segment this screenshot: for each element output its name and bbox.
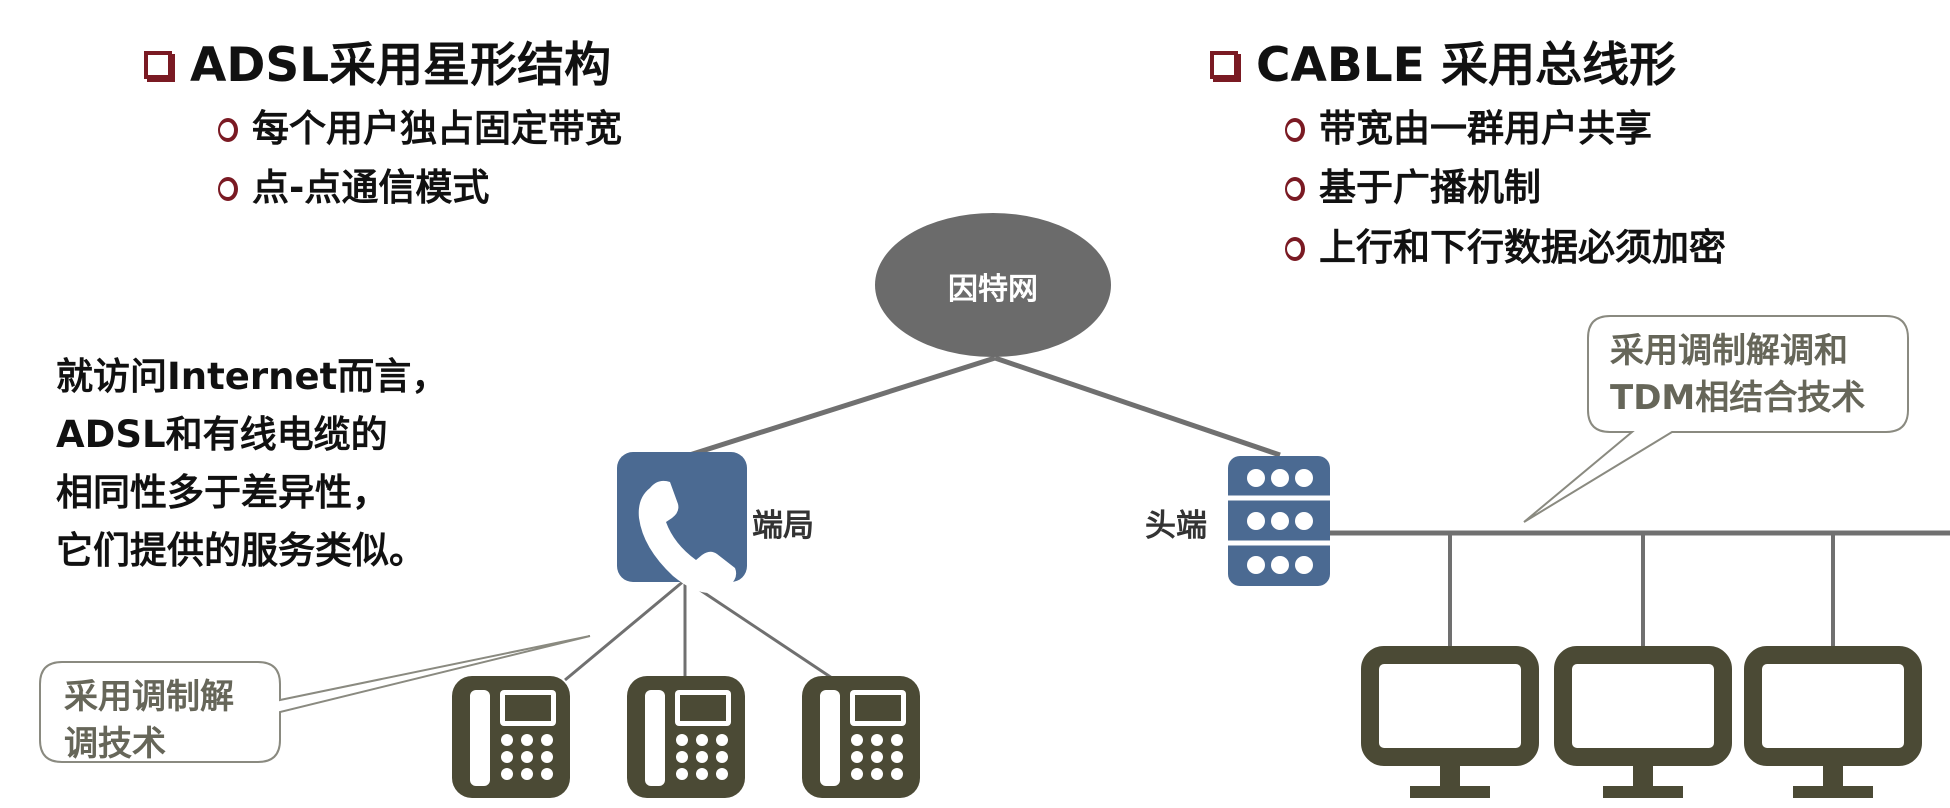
square-bullet-icon [1210,51,1238,79]
adsl-bullet-1-text: 每个用户独占固定带宽 [252,107,622,150]
adsl-heading-text: ADSL采用星形结构 [190,38,612,93]
desk-phone-icon [627,676,745,798]
central-office-label: 端局 [752,508,814,544]
desk-phone-icon [452,676,570,798]
ring-bullet-icon [218,118,238,142]
callout-left-text: 采用调制解 调技术 [64,674,234,768]
adsl-bullet-2: 点-点通信模式 [218,169,489,206]
callout-left-line: 采用调制解 [64,677,234,717]
monitor-icon [1744,646,1922,798]
cable-bullet-3-text: 上行和下行数据必须加密 [1319,226,1726,269]
cable-heading: CABLE 采用总线形 [1210,42,1676,89]
cable-heading-text: CABLE 采用总线形 [1256,38,1677,93]
internet-cloud-label: 因特网 [948,272,1038,307]
cable-bullet-2: 基于广播机制 [1285,169,1541,206]
callout-right-line: TDM相结合技术 [1610,378,1866,418]
cable-bullet-1-text: 带宽由一群用户共享 [1319,107,1652,150]
link-star-3 [684,578,836,682]
comparison-note: 就访问Internet而言， ADSL和有线电缆的 相同性多于差异性， 它们提供… [56,348,448,580]
cable-bullet-1: 带宽由一群用户共享 [1285,110,1652,147]
ring-bullet-icon [218,177,238,201]
adsl-bullet-1: 每个用户独占固定带宽 [218,110,622,147]
phone-handset-icon [617,452,747,594]
cable-bullet-2-text: 基于广播机制 [1319,166,1541,209]
server-icon [1228,456,1330,586]
headend-label: 头端 [1145,508,1207,544]
ring-bullet-icon [1285,118,1305,142]
note-line: 相同性多于差异性， [56,471,389,514]
callout-right-line: 采用调制解调和 [1610,331,1848,371]
link-internet-central-office [679,355,996,461]
note-line: 它们提供的服务类似。 [56,529,426,572]
ring-bullet-icon [1285,237,1305,261]
link-star-1 [564,578,686,682]
monitor-icon [1361,646,1539,798]
callout-left-bubble [39,635,591,763]
link-internet-headend [994,355,1281,458]
callout-left-line: 调技术 [64,724,166,764]
monitor-icon [1554,646,1732,798]
cable-bullet-3: 上行和下行数据必须加密 [1285,229,1726,266]
callout-right-bubble [1523,315,1909,523]
adsl-bullet-2-text: 点-点通信模式 [252,166,490,209]
callout-right-text: 采用调制解调和 TDM相结合技术 [1610,328,1865,422]
internet-cloud [875,213,1111,357]
note-line: 就访问Internet而言， [56,355,449,398]
desk-phone-icon [802,676,920,798]
square-bullet-icon [144,51,172,79]
note-line: ADSL和有线电缆的 [56,413,388,456]
ring-bullet-icon [1285,177,1305,201]
adsl-heading: ADSL采用星形结构 [144,42,611,89]
